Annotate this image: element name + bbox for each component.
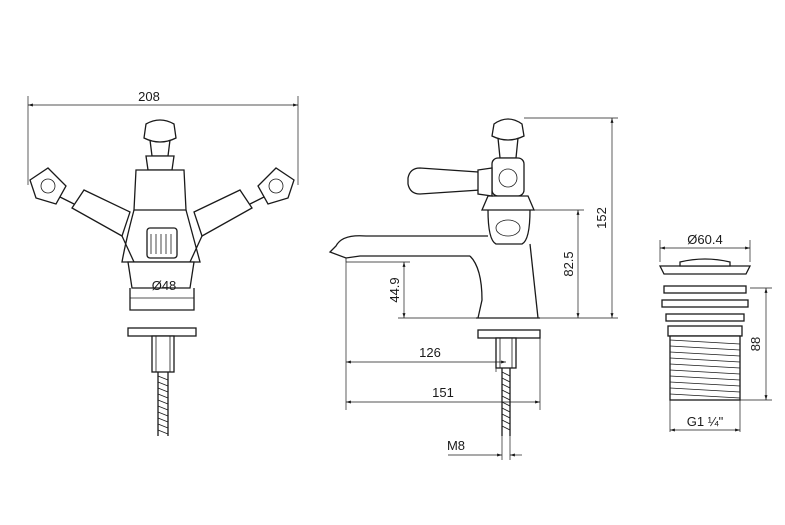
side-top-handle [491, 118, 525, 159]
side-spout-height-label: 82.5 [561, 251, 576, 276]
front-aerator [146, 227, 178, 259]
waste-diameter-dimension: Ø60.4 [659, 232, 751, 262]
front-right-arm [189, 167, 295, 263]
side-height-dimension: 152 [524, 117, 618, 319]
side-view: 152 82.5 44.9 126 151 [328, 117, 618, 460]
waste-thread-label: G1 ¼" [687, 414, 724, 429]
waste-body [658, 258, 752, 401]
side-spout [328, 235, 540, 319]
waste-height-dimension: 88 [740, 287, 772, 401]
front-view: 208 [27, 89, 299, 436]
side-reach-dimension: 126 [345, 262, 506, 410]
side-spout-height-dimension: 82.5 [532, 209, 584, 318]
front-width-dimension: 208 [27, 89, 299, 185]
side-mounting [477, 329, 541, 436]
waste-view: Ø60.4 88 G1 ¼" [658, 232, 772, 432]
front-body [121, 169, 201, 311]
side-height-label: 152 [594, 207, 609, 229]
side-lever-handle [407, 167, 493, 197]
side-reach-label: 126 [419, 345, 441, 360]
front-top-handle [143, 119, 177, 171]
side-thread-dimension: M8 [447, 436, 522, 460]
side-outlet-height-dimension: 44.9 [346, 261, 476, 319]
front-mounting [127, 327, 197, 436]
waste-diameter-label: Ø60.4 [687, 232, 722, 247]
front-diameter-label: Ø48 [152, 278, 177, 293]
side-depth-dimension: 151 [346, 338, 541, 410]
side-depth-label: 151 [432, 385, 454, 400]
side-outlet-height-label: 44.9 [387, 277, 402, 302]
waste-height-label: 88 [748, 337, 763, 351]
front-width-label: 208 [138, 89, 160, 104]
front-left-arm [29, 167, 135, 263]
waste-thread-dimension: G1 ¼" [669, 400, 741, 432]
side-thread-label: M8 [447, 438, 465, 453]
